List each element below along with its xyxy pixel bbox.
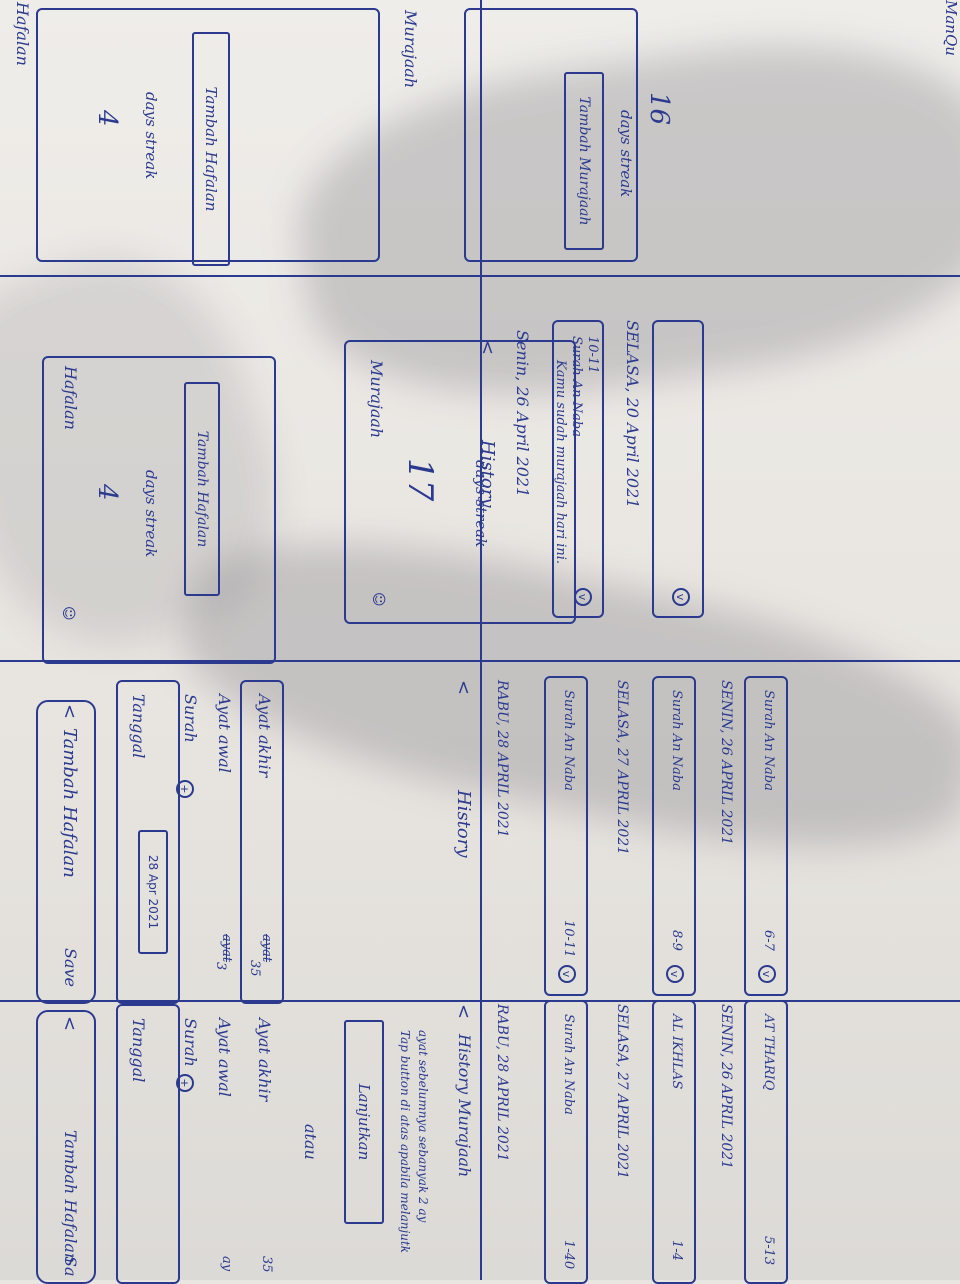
surah-label: Surah xyxy=(181,694,200,743)
hafalan-streak-old: 4 xyxy=(92,110,122,127)
murajaah-date-1: SELASA, 27 APRIL 2021 xyxy=(614,1004,630,1180)
ayat-awal-value[interactable]: 3 xyxy=(213,962,228,971)
murajaah-streak-label-old: days streak xyxy=(617,110,635,198)
history-draft-date2: SELASA, 20 April 2021 xyxy=(623,320,642,509)
tambah-murajaah-button-old[interactable]: Tambah Murajaah xyxy=(564,72,604,250)
history-surah-0: Surah An Naba xyxy=(561,690,576,791)
ayat-akhir-struck: ayat xyxy=(259,934,274,963)
app-name-old: ManQu xyxy=(942,0,960,56)
murajaah-title-old: Murajaah xyxy=(401,10,420,89)
tambah-hafalan-back[interactable]: < xyxy=(59,704,80,720)
murajaah-range-2: 5-13 xyxy=(761,1236,776,1266)
surah-add-button-2[interactable]: + xyxy=(176,1074,194,1092)
history-draft-date1: Senin, 26 April 2021 xyxy=(513,330,532,498)
murajaah-card-old xyxy=(464,8,638,262)
lanjutkan-note-1: Tap button di atas apabila melanjutk xyxy=(398,1030,412,1254)
murajaah-date-2: SENIN, 26 APRIL 2021 xyxy=(718,1004,734,1170)
check-icon[interactable]: v xyxy=(574,588,592,606)
tambah-hafalan-2-save[interactable]: Sa xyxy=(61,1256,80,1277)
smiley-icon: ☺ xyxy=(60,606,76,621)
history-range-1: 8-9 xyxy=(669,930,684,951)
murajaah-surah-2: AT THARIQ xyxy=(761,1014,776,1091)
history-draft-item1-surah: Surah An Naba xyxy=(569,336,584,437)
check-icon-h1[interactable]: v xyxy=(666,965,684,983)
ayat-awal-label-2: Ayat awal xyxy=(215,1018,234,1097)
check-icon-2[interactable]: v xyxy=(672,588,690,606)
history-murajaah-back[interactable]: < xyxy=(453,1004,474,1020)
ayat-akhir-value-2[interactable]: 35 xyxy=(259,1256,274,1273)
ayat-akhir-value[interactable]: 35 xyxy=(247,960,262,977)
check-icon-h0[interactable]: v xyxy=(558,965,576,983)
ayat-awal-label: Ayat awal xyxy=(215,694,234,773)
murajaah-range-1: 1-4 xyxy=(669,1240,684,1261)
history-date-2: SENIN, 26 APRIL 2021 xyxy=(718,680,734,846)
surah-label-2: Surah xyxy=(181,1018,200,1067)
tanggal-row-2 xyxy=(116,1004,180,1284)
hafalan-title-new: Hafalan xyxy=(61,366,80,430)
murajaah-surah-1: AL IKHLAS xyxy=(669,1014,684,1090)
ayat-akhir-label-2: Ayat akhir xyxy=(255,1018,274,1102)
murajaah-streak-new: 17 xyxy=(400,458,440,502)
murajaah-date-0: RABU, 28 APRIL 2021 xyxy=(494,1004,510,1162)
tanggal-picker[interactable]: 28 Apr 2021 xyxy=(138,830,168,954)
tanggal-label-2: Tanggal xyxy=(129,1018,148,1083)
tambah-hafalan-2-back[interactable]: < xyxy=(59,1016,80,1032)
hafalan-streak-label-new: days streak xyxy=(142,470,160,558)
history-surah-1: Surah An Naba xyxy=(669,690,684,791)
history-murajaah-title: History Murajaah xyxy=(455,1034,474,1178)
history-range-2: 6-7 xyxy=(761,930,776,951)
tambah-hafalan-save[interactable]: Save xyxy=(61,948,80,988)
check-icon-h2[interactable]: v xyxy=(758,965,776,983)
surah-add-button[interactable]: + xyxy=(176,780,194,798)
ayat-awal-value-2[interactable]: ay xyxy=(219,1256,234,1272)
tambah-hafalan-title: Tambah Hafalan xyxy=(59,728,80,878)
smiley-icon-2: ☺ xyxy=(370,592,386,607)
history-date-1: SELASA, 27 APRIL 2021 xyxy=(614,680,630,856)
history-draft-title: History xyxy=(477,440,498,508)
history-draft-back[interactable]: < xyxy=(477,340,498,356)
history-range-0: 10-11 xyxy=(561,920,576,958)
hafalan-streak-new: 4 xyxy=(92,484,122,501)
murajaah-surah-0: Surah An Naba xyxy=(561,1014,576,1115)
history-date-0: RABU, 28 APRIL 2021 xyxy=(494,680,510,838)
history-draft-item2[interactable] xyxy=(652,320,704,618)
ayat-awal-struck: ayat xyxy=(219,934,234,963)
history-title: History xyxy=(453,790,474,858)
tambah-hafalan-button-new[interactable]: Tambah Hafalan xyxy=(184,382,220,596)
tambah-hafalan-button-old[interactable]: Tambah Hafalan xyxy=(192,32,230,266)
murajaah-range-0: 1-40 xyxy=(561,1240,576,1270)
history-surah-2: Surah An Naba xyxy=(761,690,776,791)
history-back[interactable]: < xyxy=(453,680,474,696)
lanjutkan-button[interactable]: Lanjutkan xyxy=(344,1020,384,1224)
or-label: atau xyxy=(301,1124,320,1160)
history-draft-item1-range: 10-11 xyxy=(585,336,600,374)
murajaah-streak-old: 16 xyxy=(644,92,674,126)
hafalan-streak-label-old: days streak xyxy=(142,92,160,180)
home-old-title: Hafalan xyxy=(13,2,32,66)
ayat-akhir-label: Ayat akhir xyxy=(255,694,274,778)
tanggal-label: Tanggal xyxy=(129,694,148,759)
murajaah-title-new: Murajaah xyxy=(367,360,386,439)
tambah-hafalan-2-title: Tambah Hafalan xyxy=(61,1130,80,1264)
lanjutkan-note-2: ayat sebelumnya sebanyak 2 ay xyxy=(416,1030,430,1223)
